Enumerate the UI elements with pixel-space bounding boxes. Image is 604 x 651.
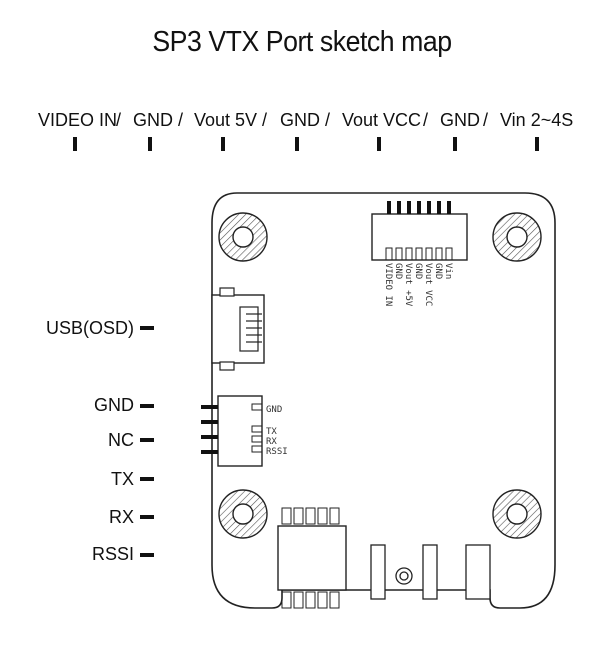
ic-chip — [277, 507, 347, 609]
silk-left-tx: TX — [266, 427, 277, 437]
silk-vout-vcc: Vout VCC — [423, 263, 433, 306]
left-pin-label-rssi: RSSI — [91, 544, 134, 564]
silk-gnd-2: GND — [413, 263, 423, 279]
left-pin-label-rx: RX — [108, 507, 134, 527]
separator: / — [325, 110, 331, 130]
left-pin-label-gnd: GND — [94, 395, 134, 415]
left-connector: GND TX RX RSSI — [201, 395, 288, 467]
top-pin-label-gnd-2: GND — [280, 110, 320, 130]
top-pin-labels: VIDEO IN / GND / Vout 5V / GND / Vout VC… — [0, 110, 604, 134]
left-pin-label-usb-osd: USB(OSD) — [45, 318, 134, 338]
mounting-hole-top-right — [492, 212, 542, 262]
mounting-hole-bottom-left — [218, 489, 268, 539]
top-connector-silkscreen: VIDEO IN GND Vout +5V GND Vout VCC GND V… — [383, 263, 453, 307]
separator: / — [423, 110, 429, 130]
silk-left-rssi: RSSI — [266, 447, 288, 457]
diagram-title: SP3 VTX Port sketch map — [152, 26, 452, 58]
left-pin-label-tx: TX — [110, 469, 134, 489]
top-pin-label-video-in: VIDEO IN — [38, 110, 118, 130]
top-pin-label-vout-5v: Vout 5V — [194, 110, 258, 130]
silk-vout-5v: Vout +5V — [403, 263, 413, 307]
top-pin-ticks — [73, 137, 539, 151]
bottom-components — [370, 544, 491, 600]
silk-video-in: VIDEO IN — [383, 263, 393, 306]
silk-gnd-1: GND — [393, 263, 403, 279]
silk-left-rx: RX — [266, 437, 277, 447]
mounting-hole-bottom-right — [492, 489, 542, 539]
usb-connector — [211, 287, 265, 371]
separator: / — [178, 110, 184, 130]
top-connector — [371, 201, 468, 261]
top-pin-label-vout-vcc: Vout VCC — [342, 110, 422, 130]
left-pin-dashes — [140, 326, 154, 557]
separator: / — [262, 110, 268, 130]
silk-left-gnd: GND — [266, 405, 282, 415]
silk-gnd-3: GND — [433, 263, 443, 279]
separator: / — [116, 110, 122, 130]
top-pin-label-gnd-1: GND — [133, 110, 173, 130]
top-pin-label-gnd-3: GND — [440, 110, 480, 130]
left-pin-label-nc: NC — [108, 430, 134, 450]
top-pin-label-vin: Vin 2~4S — [500, 110, 574, 130]
silk-vin: Vin — [443, 263, 453, 279]
separator: / — [483, 110, 489, 130]
mounting-hole-top-left — [218, 212, 268, 262]
